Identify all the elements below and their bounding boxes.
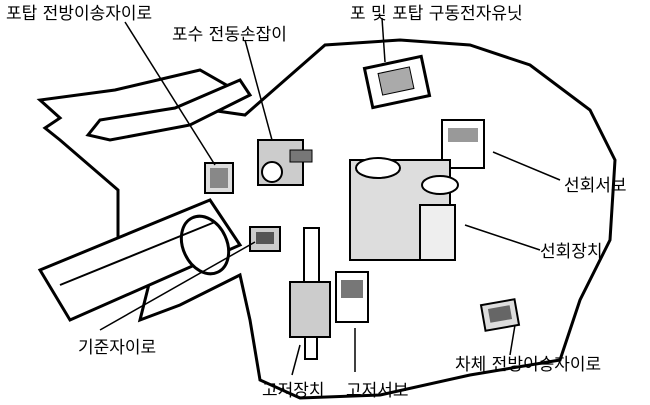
label-traverse-device: 선회장치: [540, 242, 603, 262]
reference-gyro-part: [249, 226, 281, 252]
traverse-device-part: [349, 157, 459, 261]
gunner-handle-part: [257, 139, 313, 186]
label-gun-turret-drive-unit: 포 및 포탑 구동전자유닛: [350, 4, 523, 24]
sight-arm: [85, 78, 253, 142]
label-turret-forward-rate-gyro: 포탑 전방이송자이로: [6, 4, 153, 24]
hull-forward-rate-gyro-part: [479, 298, 521, 332]
leader-lines: [99, 17, 561, 376]
turret-forward-rate-gyro-part: [204, 162, 234, 194]
label-gunner-handle: 포수 전동손잡이: [172, 25, 287, 45]
label-elevation-device: 고저장치: [262, 381, 325, 401]
label-elevation-servo: 고저서보: [346, 381, 409, 401]
elevation-servo-part: [335, 271, 369, 323]
drive-unit-part: [362, 54, 432, 110]
label-hull-forward-rate-gyro: 차체 전방이송자이로: [455, 355, 602, 375]
elevation-device-part: [289, 227, 331, 360]
label-traverse-servo: 선회서보: [564, 176, 627, 196]
label-reference-gyro: 기준자이로: [78, 338, 157, 358]
